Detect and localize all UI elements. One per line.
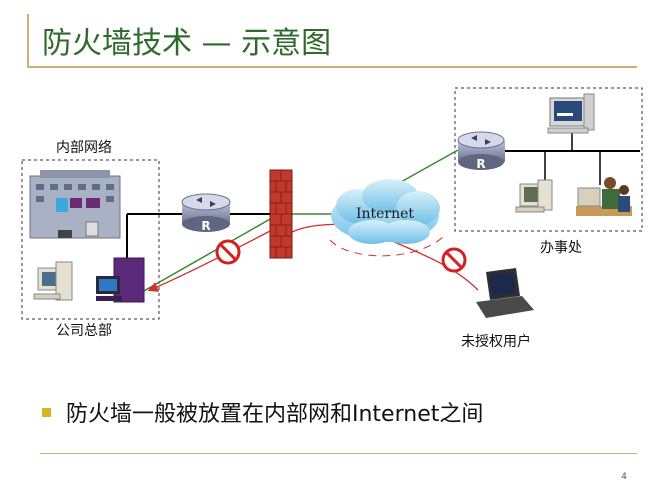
hq-router-glyph: R [201, 219, 210, 233]
slide-title: 防火墙技术 — 示意图 [42, 26, 332, 61]
office-router-icon [457, 131, 505, 170]
internet-label: Internet [356, 206, 414, 222]
page-number: 4 [621, 472, 627, 482]
hq-server-icon [96, 257, 145, 303]
hq-router-icon [181, 193, 231, 232]
internal-network-label: 内部网络 [56, 140, 112, 156]
office-users-icon [576, 177, 632, 216]
hq-building-icon [29, 170, 121, 239]
blocked-sign-icon-right [441, 247, 467, 273]
title-underline [27, 66, 637, 68]
headquarters-boundary [21, 159, 160, 320]
firewall-icon [269, 169, 293, 259]
internet-cloud [331, 179, 440, 244]
footer-rule [40, 453, 637, 454]
cloud-shadow-arc [329, 233, 447, 257]
blocked-path-to-hq [147, 229, 273, 292]
laptop-icon [476, 268, 534, 318]
blocked-sign-icon-left [215, 239, 241, 265]
office-boundary [454, 87, 643, 232]
office-router-glyph: R [476, 157, 485, 171]
office-workstation-icon [547, 93, 595, 134]
office-pc-icon [515, 179, 553, 213]
headquarters-label: 公司总部 [56, 323, 112, 339]
title-accent-line [27, 14, 29, 66]
office-label: 办事处 [540, 240, 582, 256]
hq-pc-icon [33, 261, 73, 301]
bullet-marker [42, 408, 51, 417]
bullet-text: 防火墙一般被放置在内部网和Internet之间 [66, 402, 484, 427]
unauthorized-user-label: 未授权用户 [461, 334, 531, 350]
